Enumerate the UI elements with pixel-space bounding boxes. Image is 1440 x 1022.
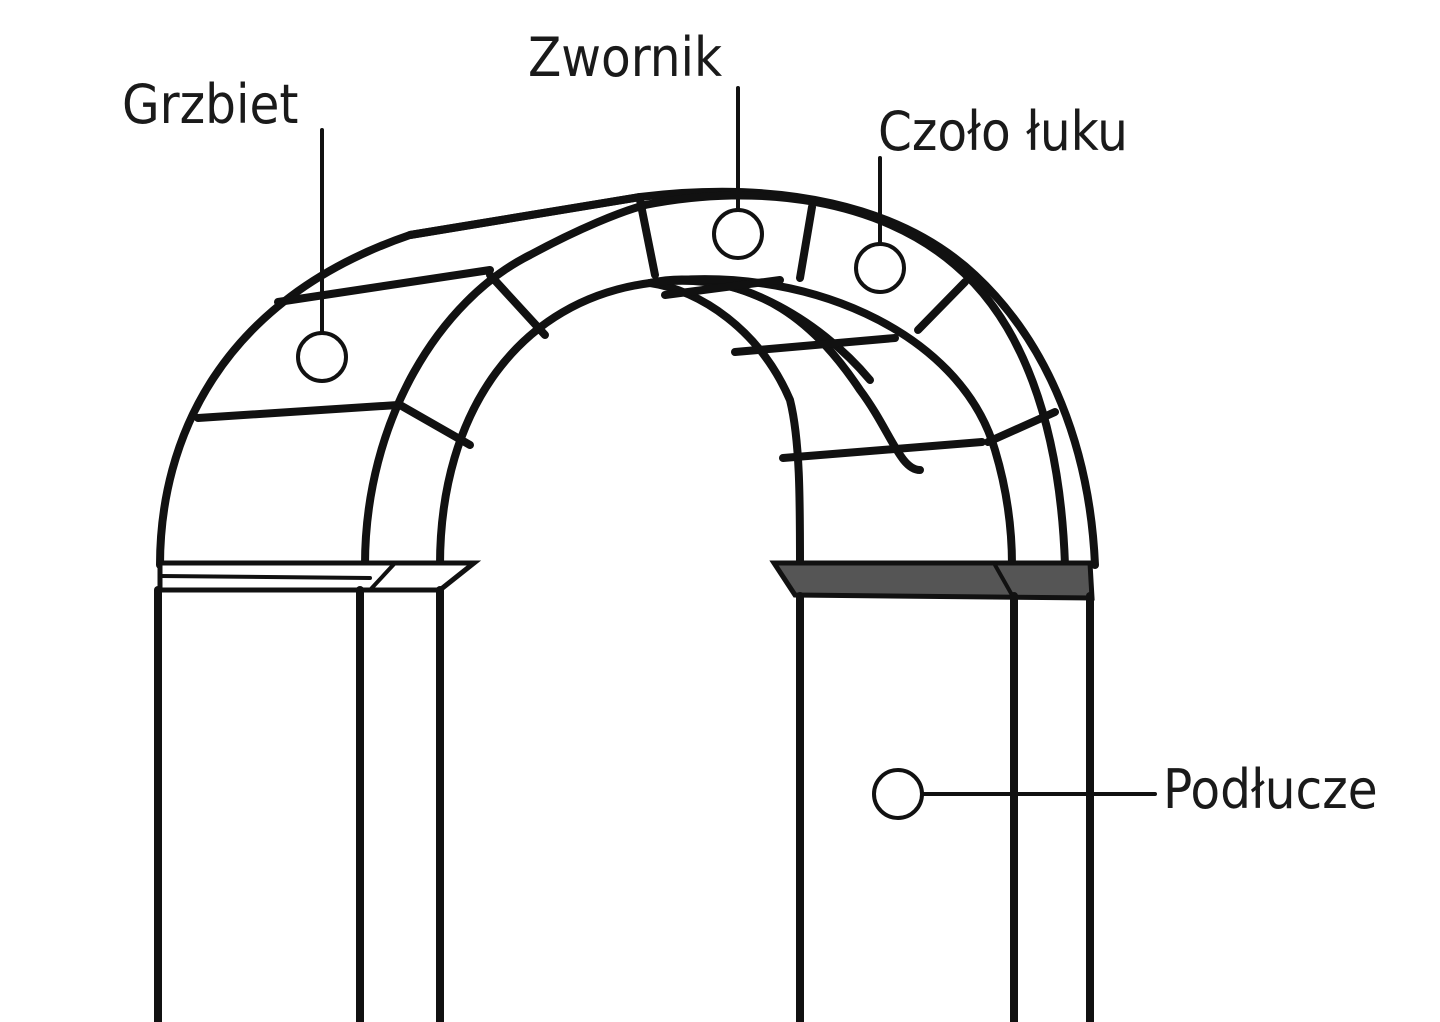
- joint-3: [636, 196, 659, 279]
- left-impost-divider: [368, 561, 397, 592]
- joint-1: [486, 271, 549, 339]
- arch-face-outer: [361, 201, 649, 569]
- joint-4: [796, 203, 816, 282]
- course-line-1: [274, 266, 494, 306]
- joint-5: [914, 278, 969, 334]
- label-zwornik: Zwornik: [528, 26, 722, 89]
- soffit-course-1: [661, 276, 784, 299]
- czolo-luku-marker: [854, 242, 906, 294]
- soffit-course-2: [731, 334, 899, 356]
- right-impost: [769, 560, 1095, 601]
- label-podlucze: Podłucze: [1163, 758, 1378, 821]
- joint-2: [396, 401, 474, 449]
- course-line-2: [194, 401, 402, 422]
- podlucze-marker: [872, 768, 924, 820]
- zwornik-marker: [712, 208, 764, 260]
- arch-soffit-line: [646, 279, 804, 569]
- joint-6: [984, 408, 1059, 446]
- arch-intrados-front: [646, 275, 1016, 569]
- course-line-3: [406, 193, 644, 239]
- soffit-course-3: [779, 438, 986, 462]
- left-impost-inner: [158, 574, 372, 580]
- label-grzbiet: Grzbiet: [122, 73, 298, 136]
- label-czolo-luku: Czoło łuku: [878, 100, 1128, 163]
- arch-face-outer-right: [641, 191, 1069, 569]
- right-impost-divider: [993, 563, 1014, 597]
- arch-intrados: [436, 276, 924, 569]
- grzbiet-marker: [296, 331, 348, 383]
